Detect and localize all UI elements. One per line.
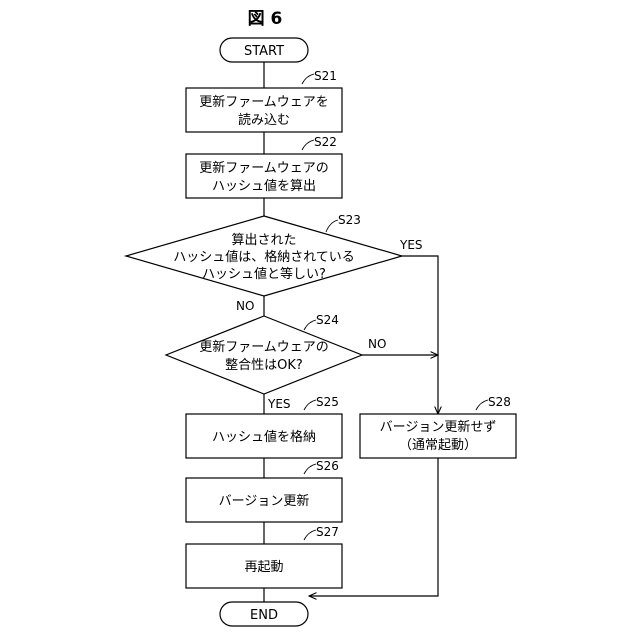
s26-leader [304, 464, 316, 474]
s27-leader [304, 530, 316, 540]
s23-line-2: ハッシュ値は、格納されている [173, 249, 355, 265]
s22-leader [302, 140, 314, 150]
s21-step-number: S21 [314, 69, 337, 83]
end-label: END [250, 608, 278, 623]
s24-yes-label: YES [267, 397, 291, 411]
s26-line-1: バージョン更新 [219, 493, 310, 509]
connector-s23-yes-s28 [402, 256, 438, 414]
s22-line-2: ハッシュ値を算出 [212, 178, 316, 194]
end-terminal: END [220, 602, 308, 626]
s25-step-number: S25 [316, 395, 339, 409]
s28-leader [476, 400, 488, 410]
s26-step-number: S26 [316, 459, 339, 473]
s28-step-number: S28 [488, 395, 511, 409]
s24-diamond [166, 316, 362, 394]
s28-line-2: （通常起動） [399, 438, 477, 453]
s25-leader [304, 400, 316, 410]
s24-line-2: 整合性はOK? [225, 358, 303, 373]
s22-step-number: S22 [314, 135, 337, 149]
figure-title: 図 6 [248, 9, 283, 29]
s23-yes-label: YES [399, 238, 423, 252]
s22-line-1: 更新ファームウェアの [199, 160, 329, 176]
s28-line-1: バージョン更新せず [380, 419, 497, 435]
start-terminal: START [220, 38, 308, 62]
s21-leader [302, 74, 314, 84]
s27-step-number: S27 [316, 525, 339, 539]
start-label: START [244, 44, 284, 59]
decision-s24: 更新ファームウェアの 整合性はOK? S24 NO YES [166, 313, 386, 411]
s24-step-number: S24 [316, 313, 339, 327]
s21-line-2: 読み込む [238, 112, 290, 128]
s24-line-1: 更新ファームウェアの [199, 339, 329, 355]
s23-step-number: S23 [338, 213, 361, 227]
s25-line-1: ハッシュ値を格納 [212, 429, 316, 445]
decision-s23: 算出された ハッシュ値は、格納されている ハッシュ値と等しい? S23 YES … [126, 213, 423, 313]
s24-no-label: NO [368, 337, 386, 351]
s21-line-1: 更新ファームウェアを [199, 94, 329, 110]
s23-leader [326, 220, 338, 232]
s23-line-3: ハッシュ値と等しい? [202, 266, 326, 282]
s24-leader [304, 320, 316, 330]
s27-line-1: 再起動 [244, 560, 283, 575]
s23-line-1: 算出された [231, 233, 296, 248]
s23-no-label: NO [236, 299, 254, 313]
